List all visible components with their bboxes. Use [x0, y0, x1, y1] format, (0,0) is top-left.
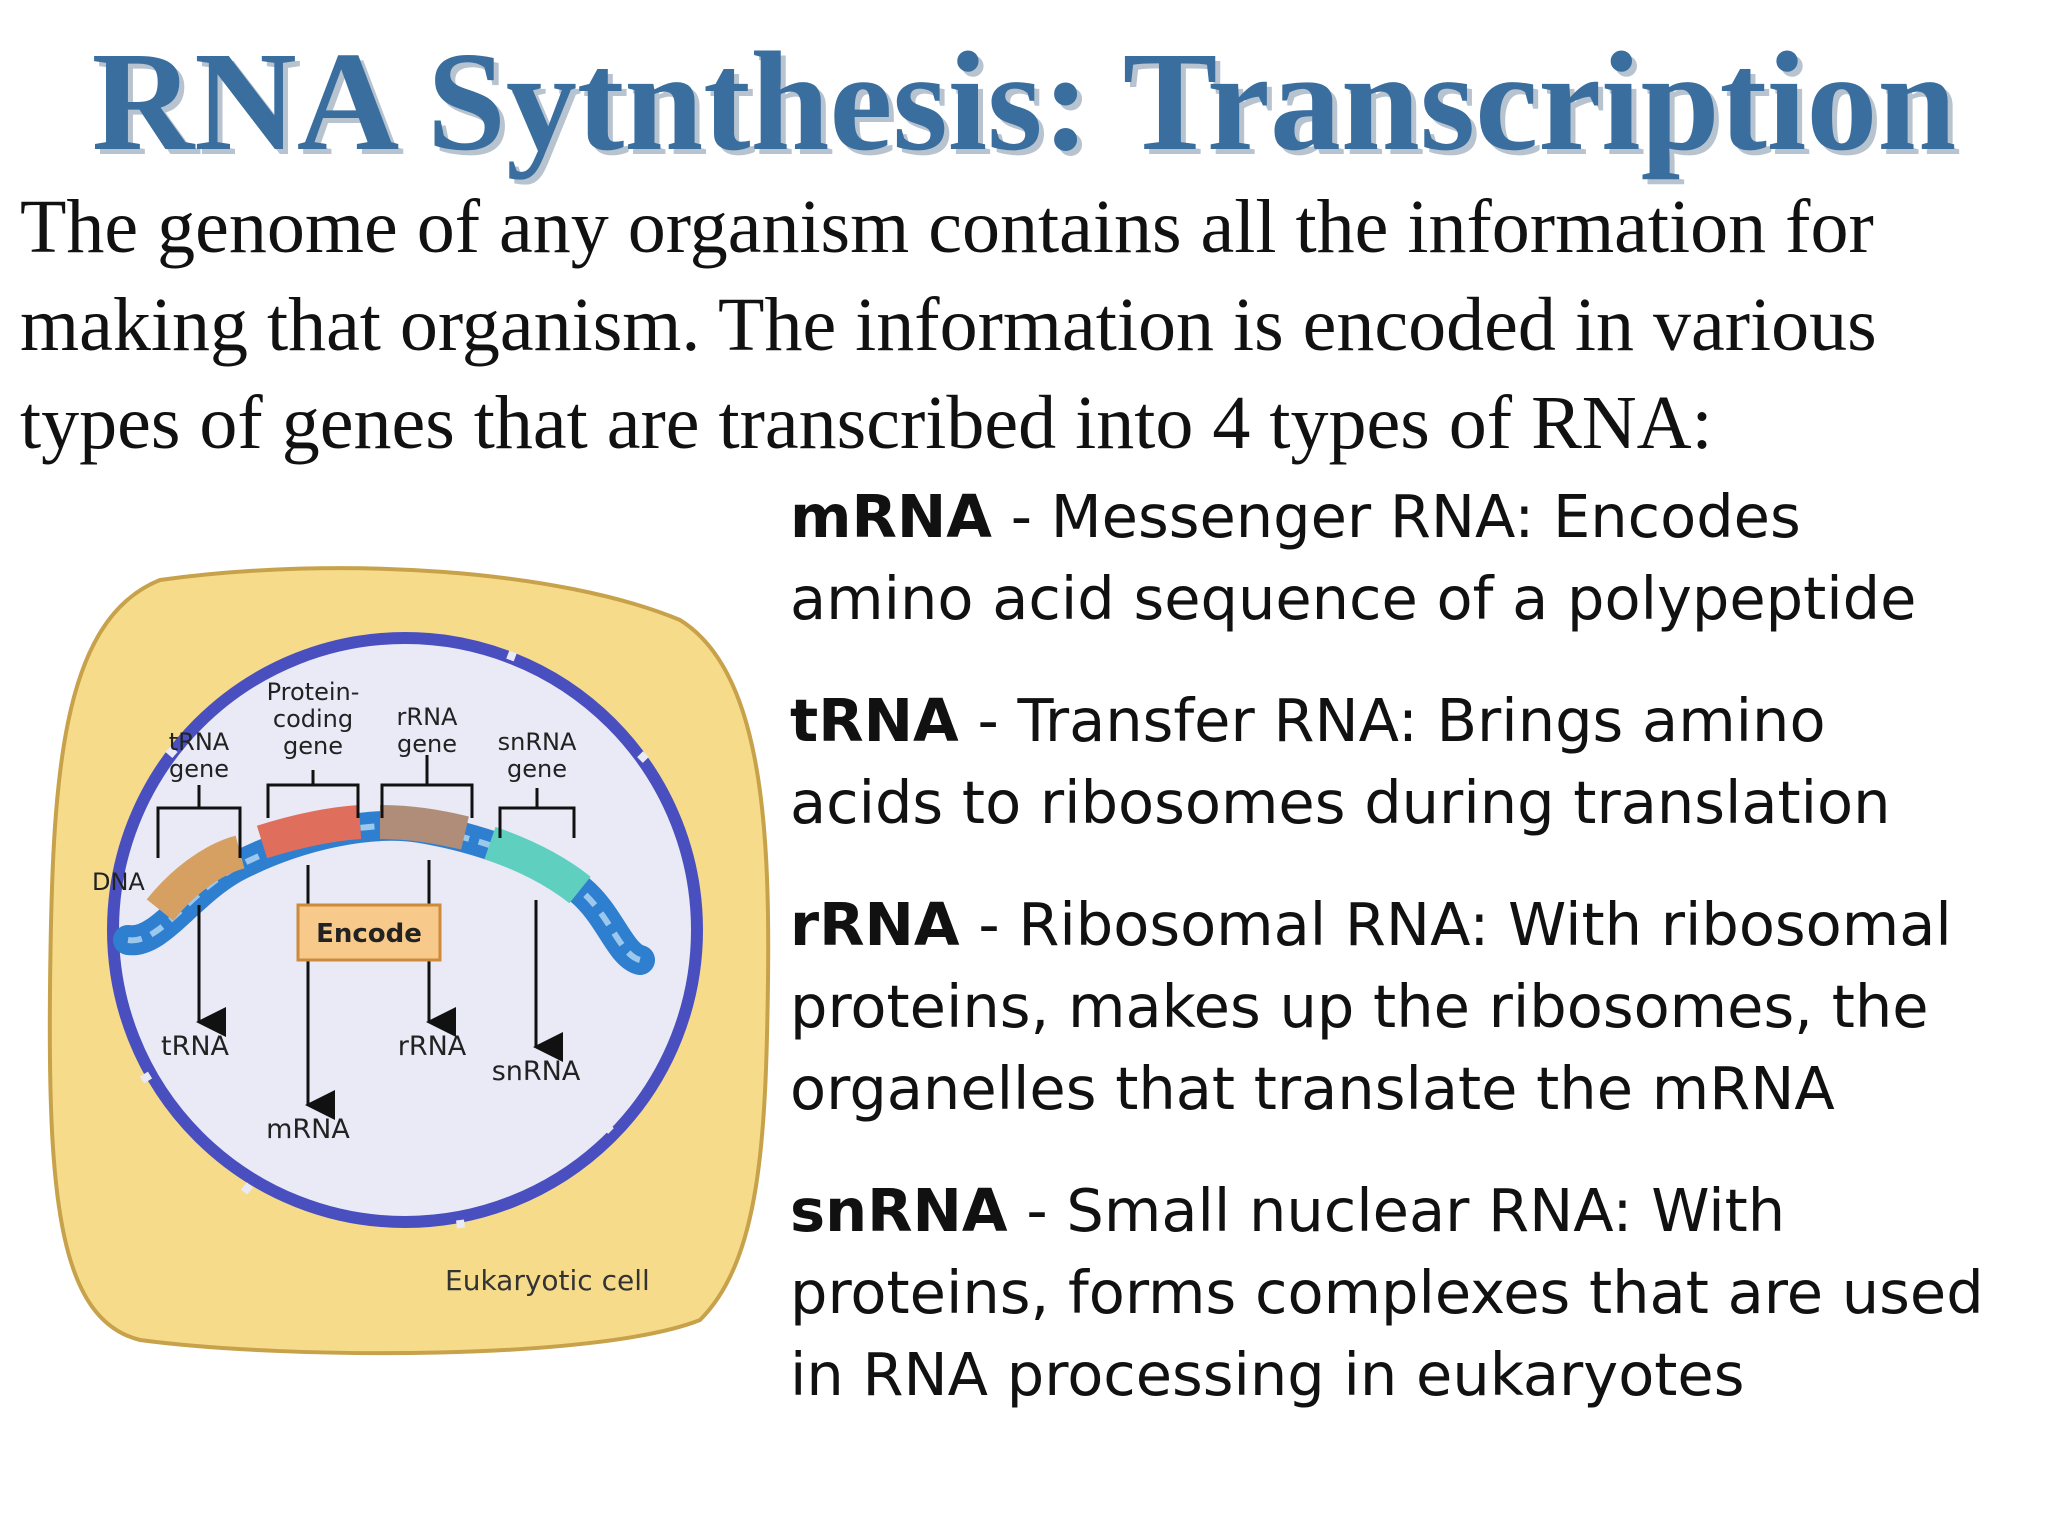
cell-label: Eukaryotic cell	[445, 1264, 650, 1297]
rna-types-list: mRNA - Messenger RNA: Encodes amino acid…	[790, 476, 2040, 1456]
rna-description: in RNA processing in eukaryotes	[790, 1340, 1745, 1409]
rna-entry-mrna: mRNA - Messenger RNA: Encodes amino acid…	[790, 476, 2040, 640]
snrna-gene-label: snRNA	[498, 728, 577, 756]
rna-entry-trna: tRNA - Transfer RNA: Brings amino acids …	[790, 680, 2040, 844]
rna-term: tRNA	[790, 686, 959, 755]
protein-gene-label: gene	[283, 732, 343, 760]
rna-entry-rrna: rRNA - Ribosomal RNA: With ribosomal pro…	[790, 884, 2040, 1130]
rna-term: mRNA	[790, 482, 992, 551]
gene-brackets	[156, 755, 576, 858]
rrna-product-label: rRNA	[398, 1031, 467, 1062]
transcription-diagram: tRNA gene Protein- coding gene rRNA gene…	[40, 560, 780, 1360]
intro-line: The genome of any organism contains all …	[20, 185, 1874, 269]
rna-description: organelles that translate the mRNA	[790, 1054, 1835, 1123]
trna-gene-label: gene	[169, 755, 229, 783]
cell-diagram: tRNA gene Protein- coding gene rRNA gene…	[47, 566, 771, 1356]
rna-description: proteins, forms complexes that are used	[790, 1258, 1984, 1327]
rna-entry-line: snRNA - Small nuclear RNA: With	[790, 1170, 2040, 1252]
intro-line: types of genes that are transcribed into…	[20, 381, 1713, 465]
rrna-gene-segment	[379, 805, 469, 850]
rna-entry-line: mRNA - Messenger RNA: Encodes	[790, 476, 2040, 558]
trna-product-label: tRNA	[161, 1031, 230, 1062]
nuclear-pores	[126, 650, 689, 1229]
trna-gene-label: tRNA	[169, 728, 230, 756]
rna-separator: -	[991, 482, 1051, 551]
snrna-product-label: snRNA	[492, 1056, 581, 1087]
protein-gene-segment	[256, 805, 362, 859]
rna-description: Transfer RNA: Brings amino	[1017, 686, 1826, 755]
rna-description: acids to ribosomes during translation	[790, 768, 1891, 837]
intro-paragraph: The genome of any organism contains all …	[20, 178, 2030, 472]
dna-label: DNA	[92, 868, 145, 896]
protein-gene-label: coding	[273, 705, 353, 733]
rna-description: Small nuclear RNA: With	[1066, 1176, 1786, 1245]
rna-separator: -	[958, 686, 1018, 755]
rna-term: rRNA	[790, 890, 960, 959]
rna-description: Messenger RNA: Encodes	[1050, 482, 1801, 551]
rna-separator: -	[959, 890, 1019, 959]
rna-entry-snrna: snRNA - Small nuclear RNA: With proteins…	[790, 1170, 2040, 1416]
snrna-gene-label: gene	[507, 755, 567, 783]
slide-title: RNA Sytnthesis: Transcription	[91, 22, 1957, 180]
intro-line: making that organism. The information is…	[20, 283, 1877, 367]
rrna-gene-label: gene	[397, 730, 457, 758]
encode-box	[296, 903, 442, 962]
rna-entry-line: tRNA - Transfer RNA: Brings amino	[790, 680, 2040, 762]
protein-gene-label: Protein-	[267, 678, 360, 706]
rna-description: amino acid sequence of a polypeptide	[790, 564, 1917, 633]
rna-description: proteins, makes up the ribosomes, the	[790, 972, 1929, 1041]
rna-term: snRNA	[790, 1176, 1008, 1245]
mrna-product-label: mRNA	[266, 1114, 350, 1145]
encode-label: Encode	[316, 919, 422, 949]
rna-separator: -	[1007, 1176, 1067, 1245]
rrna-gene-label: rRNA	[397, 703, 458, 731]
rna-description: Ribosomal RNA: With ribosomal	[1018, 890, 1952, 959]
trna-gene-segment	[146, 835, 246, 921]
rna-entry-line: rRNA - Ribosomal RNA: With ribosomal	[790, 884, 2040, 966]
snrna-gene-segment	[484, 826, 591, 904]
